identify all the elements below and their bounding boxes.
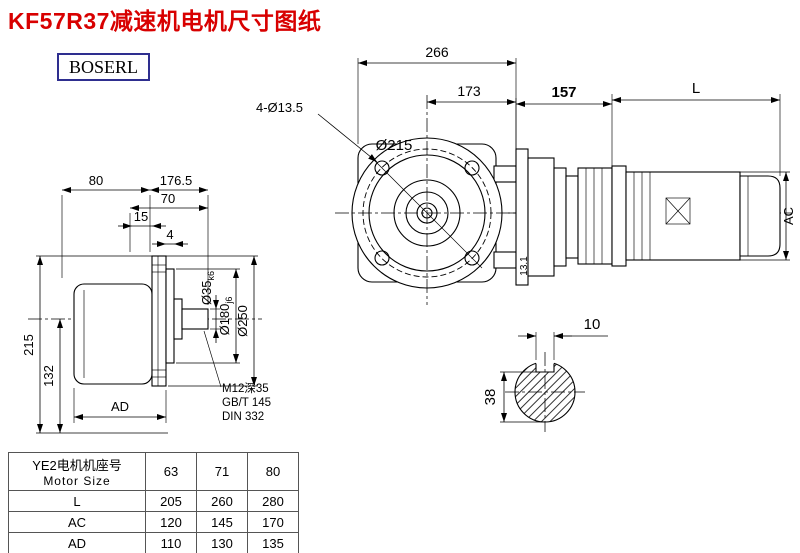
nameplate: [665, 197, 691, 225]
table-size-cell: 71: [196, 452, 248, 491]
bolt-circle-label: Ø215: [376, 137, 413, 154]
table-size-cell: 63: [145, 452, 197, 491]
table-row: AC 120 145 170: [8, 511, 299, 533]
table-cell: 145: [196, 511, 248, 533]
shaft-dia-value: Ø35: [199, 280, 214, 305]
shaft-dia-tolerance: k6: [206, 271, 216, 281]
mounting-lug-bottom: [493, 251, 517, 269]
table-cell: 205: [145, 490, 197, 512]
gearbox-housing: [73, 283, 153, 385]
bolt-hole: [464, 160, 480, 176]
dim-ad-label: AD: [111, 399, 129, 414]
table-row: L 205 260 280: [8, 490, 299, 512]
table-cell: 130: [196, 532, 248, 553]
pilot-dia-tolerance: j6: [224, 297, 234, 305]
input-bell-housing: [577, 167, 613, 265]
output-shaft: [181, 308, 209, 330]
gearbox-side-view: 80 176.5 70 15 4 215 132 AD Ø35k6 Ø180j6…: [21, 173, 271, 434]
gearmotor-assembly-view: 157 L AC 13.1: [508, 80, 796, 286]
dim-15-label: 15: [134, 209, 148, 224]
motor-flange: [611, 165, 627, 267]
brand-logo: BOSERL: [57, 53, 151, 81]
dim-key-depth-label: 38: [482, 389, 499, 406]
table-cell: 110: [145, 532, 197, 553]
table-cell: 120: [145, 511, 197, 533]
output-flange: [151, 255, 167, 387]
fan-cowl: [739, 175, 781, 257]
tap-spec-line3: DIN 332: [222, 411, 264, 423]
table-size-cell: 80: [247, 452, 299, 491]
dim-215-label: 215: [21, 334, 36, 356]
dim-266-label: 266: [425, 44, 449, 60]
dim-80-label: 80: [89, 173, 103, 188]
tap-spec-line1: M12深35: [222, 381, 269, 395]
dim-AC-label: AC: [781, 207, 796, 225]
bolt-hole: [374, 160, 390, 176]
gearbox-front-view: 266 173 4-Ø13.5 Ø215: [256, 44, 545, 305]
tap-spec-line2: GB/T 145: [222, 397, 271, 409]
page-title: KF57R37减速机电机尺寸图纸: [8, 8, 322, 34]
shaft-step: [173, 298, 183, 340]
bolt-holes-label: 4-Ø13.5: [256, 100, 303, 115]
dim-shaft-diameter-label: Ø35k6: [199, 271, 216, 305]
bolt-hole: [374, 250, 390, 266]
table-cell: 260: [196, 490, 248, 512]
header-cn: YE2电机机座号: [32, 458, 122, 473]
dim-key-width-label: 10: [584, 316, 601, 333]
table-row-label: AC: [8, 511, 146, 533]
table-cell: 135: [247, 532, 299, 553]
dim-flange-diameter-label: Ø250: [235, 305, 250, 337]
motor-size-table: YE2电机机座号 Motor Size 63 71 80 L 205 260 2…: [8, 452, 299, 553]
pilot-dia-value: Ø180: [217, 304, 232, 336]
table-header-label: YE2电机机座号 Motor Size: [8, 452, 146, 491]
dim-132-label: 132: [41, 365, 56, 387]
mounting-lug-top: [493, 165, 517, 183]
table-row-label: L: [8, 490, 146, 512]
table-row-label: AD: [8, 532, 146, 553]
table-row: AD 110 130 135: [8, 532, 299, 553]
dim-157-label: 157: [551, 84, 576, 101]
dim-70-label: 70: [161, 191, 175, 206]
table-header-row: YE2电机机座号 Motor Size 63 71 80: [8, 452, 299, 491]
header-en: Motor Size: [43, 474, 111, 488]
table-cell: 170: [247, 511, 299, 533]
flange-pilot: [165, 268, 175, 364]
dim-L-label: L: [692, 80, 700, 97]
table-cell: 280: [247, 490, 299, 512]
shaft-key-section-view: 10 38: [482, 316, 608, 432]
dim-pilot-diameter-label: Ø180j6: [217, 297, 234, 336]
dim-4-label: 4: [166, 227, 173, 242]
dim-173-label: 173: [457, 83, 481, 99]
bolt-hole: [464, 250, 480, 266]
dim-13-1-label: 13.1: [519, 256, 530, 276]
dim-176-5-label: 176.5: [160, 173, 193, 188]
